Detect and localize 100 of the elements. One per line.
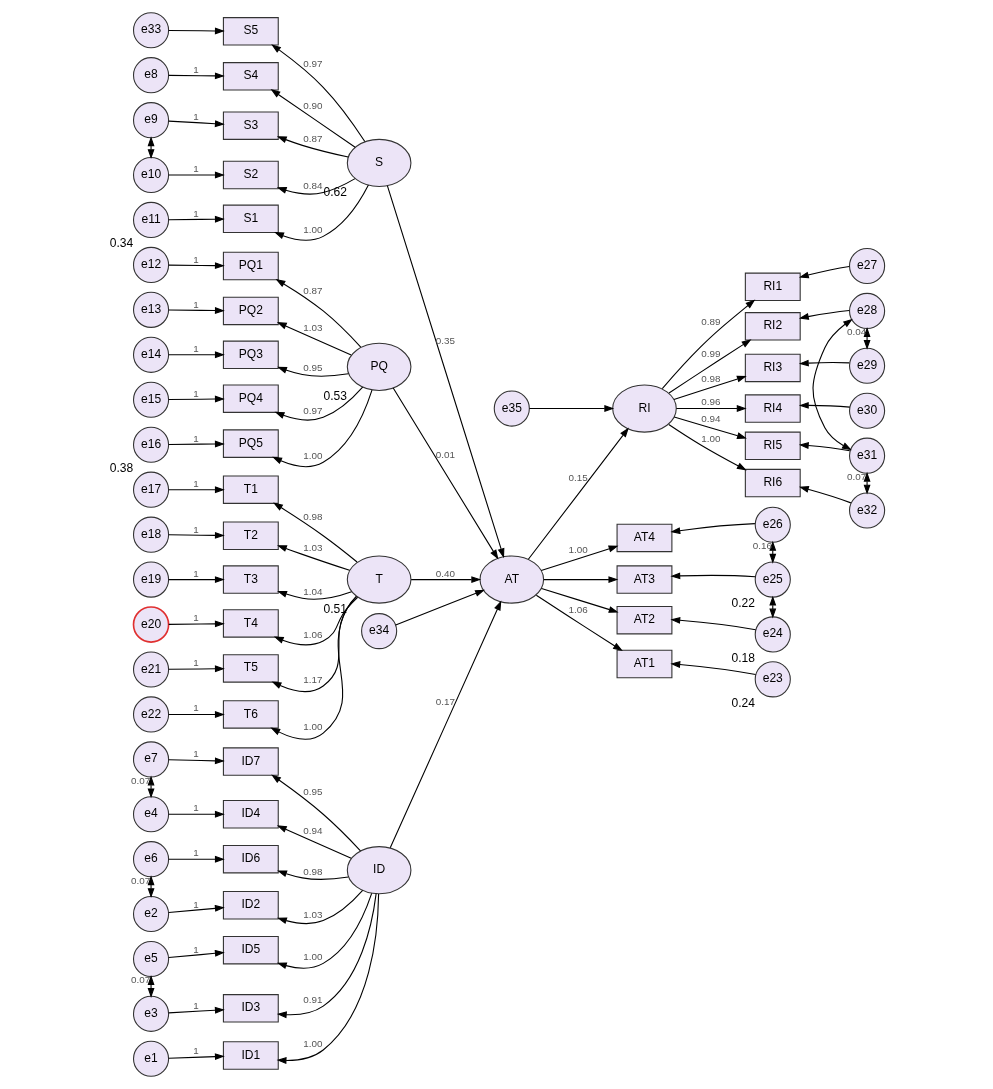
edge-label: 0.96	[700, 396, 720, 408]
edge-label: 1	[192, 847, 199, 859]
arrow	[167, 711, 225, 718]
arrow	[167, 440, 225, 448]
arrow	[673, 416, 747, 439]
node-circle: e35	[493, 390, 530, 427]
arrow	[276, 178, 356, 195]
node-label: 0.24	[730, 695, 755, 710]
arrow	[863, 471, 871, 495]
node-box: T2	[222, 521, 279, 550]
edge-label: 1	[192, 523, 199, 535]
edge-label: 1.04	[302, 586, 322, 598]
arrow	[798, 486, 851, 504]
arrow	[276, 545, 350, 571]
edge-label: 0.07	[846, 471, 866, 483]
node-label: 0.51	[323, 601, 347, 616]
arrow	[271, 389, 373, 468]
node-box: T6	[222, 700, 279, 729]
arrow	[147, 875, 154, 899]
arrow	[276, 889, 363, 925]
node-circle: e29	[848, 347, 885, 384]
node-label: 0.53	[323, 389, 347, 404]
arrow	[798, 309, 850, 320]
edge-label: 1.17	[302, 673, 322, 685]
node-circle: e21	[132, 651, 169, 688]
node-circle: e6	[132, 841, 169, 878]
arrow	[798, 265, 850, 279]
edge-label: 1.03	[302, 908, 322, 920]
arrow	[798, 359, 850, 367]
edge-label: 0.95	[302, 785, 322, 797]
edge-label: 1.00	[302, 951, 322, 963]
node-circle: e16	[132, 426, 169, 463]
arrow	[167, 949, 225, 959]
node-circle: e3	[132, 995, 169, 1032]
arrow	[276, 322, 352, 356]
arrow	[273, 596, 358, 646]
arrow	[167, 1006, 225, 1014]
node-circle: e14	[132, 336, 169, 373]
node-circle: e26	[754, 506, 791, 543]
arrow	[270, 774, 361, 852]
edge-label: 1	[192, 64, 199, 76]
node-box: ID4	[222, 800, 279, 829]
node-box: RI2	[744, 312, 801, 341]
edge-label: 1.03	[302, 542, 322, 554]
arrow	[675, 405, 747, 412]
arrow	[271, 596, 357, 693]
node-ellipse: PQ	[346, 342, 411, 391]
node-circle: e18	[132, 516, 169, 553]
arrow	[535, 594, 623, 652]
node-box: S1	[222, 204, 279, 234]
edge-label: 0.91	[302, 994, 322, 1006]
node-box: PQ2	[222, 296, 279, 326]
edge-label: 1	[192, 567, 199, 579]
node-circle: e12	[132, 246, 169, 283]
node-box: ID2	[222, 891, 279, 920]
arrow	[410, 576, 481, 584]
arrow	[667, 423, 747, 471]
edge-label: 0.89	[700, 316, 720, 328]
arrow	[811, 318, 853, 451]
edge-label: 1	[192, 943, 199, 955]
arrow	[167, 757, 225, 765]
node-box: RI1	[744, 272, 801, 302]
node-label: 0.34	[109, 236, 133, 251]
edge-label: 0.87	[302, 133, 322, 145]
node-circle: e13	[132, 291, 169, 328]
arrow	[167, 1053, 225, 1061]
node-label: 0.62	[323, 185, 347, 200]
node-label: 0.22	[730, 595, 755, 610]
node-box: AT3	[616, 565, 672, 594]
node-box: RI4	[744, 394, 801, 423]
arrow	[167, 307, 225, 314]
edge-label: 0.40	[435, 567, 455, 579]
arrow	[276, 893, 377, 1019]
node-circle: e25	[754, 561, 791, 598]
arrow	[147, 975, 154, 998]
node-box: ID5	[222, 935, 279, 965]
edge-label: 1	[192, 253, 199, 265]
node-circle: e9	[132, 102, 169, 139]
arrow	[270, 44, 365, 143]
node-circle: e28	[848, 292, 885, 330]
arrow	[542, 576, 618, 584]
edge-label: 0.95	[302, 362, 322, 374]
edge-label: 0.98	[302, 510, 322, 522]
node-circle: e4	[132, 796, 169, 833]
arrow	[527, 427, 629, 560]
arrow	[167, 855, 225, 863]
arrow	[389, 600, 501, 849]
node-box: AT1	[616, 649, 672, 679]
node-box: PQ4	[222, 384, 279, 413]
arrow	[269, 595, 357, 740]
arrow	[274, 386, 363, 421]
node-ellipse: RI	[611, 384, 677, 433]
edge-label: 1	[192, 898, 199, 910]
edge-label: 0.17	[435, 695, 455, 707]
node-box: S2	[222, 160, 279, 190]
arrow	[167, 171, 225, 179]
node-box: PQ1	[222, 251, 279, 281]
arrow	[863, 327, 871, 350]
arrow	[167, 810, 225, 818]
arrow	[167, 27, 225, 35]
